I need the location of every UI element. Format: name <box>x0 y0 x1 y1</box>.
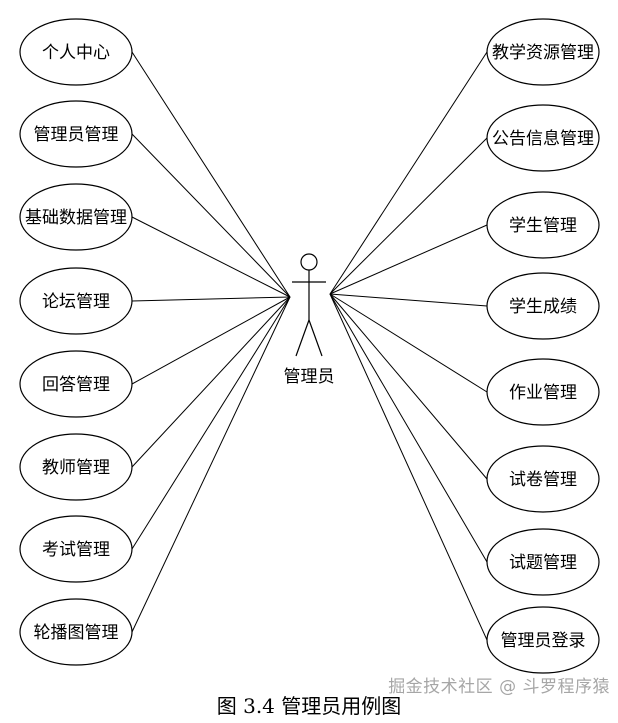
use-case-label-right-7: 管理员登录 <box>501 631 586 651</box>
association-line-left-4 <box>131 296 291 385</box>
actor: 管理员 <box>284 253 335 387</box>
association-line-left-7 <box>131 296 291 633</box>
use-case-label-left-2: 基础数据管理 <box>25 208 127 228</box>
use-case-label-left-4: 回答管理 <box>42 375 110 395</box>
use-case-label-right-0: 教学资源管理 <box>492 43 594 63</box>
use-case-ellipse-right-1 <box>486 104 600 172</box>
use-case-ellipse-left-2 <box>19 183 133 251</box>
use-case-label-right-1: 公告信息管理 <box>492 129 594 149</box>
association-line-left-0 <box>131 51 291 298</box>
association-line-right-3 <box>329 293 488 307</box>
association-line-right-7 <box>329 293 488 641</box>
actor-left-leg <box>295 319 310 357</box>
association-line-right-5 <box>329 293 488 480</box>
use-case-label-left-6: 考试管理 <box>42 540 110 560</box>
association-line-right-6 <box>329 293 488 563</box>
association-line-right-0 <box>329 51 488 295</box>
use-case-ellipse-right-3 <box>486 272 600 340</box>
association-line-right-1 <box>329 137 488 295</box>
use-case-label-right-5: 试卷管理 <box>509 470 577 490</box>
use-case-ellipse-left-6 <box>19 515 133 583</box>
use-case-ellipse-left-3 <box>19 267 133 335</box>
association-line-left-6 <box>131 296 291 550</box>
association-line-right-2 <box>329 224 488 295</box>
use-case-ellipse-left-5 <box>19 433 133 501</box>
use-case-label-left-1: 管理员管理 <box>34 125 119 145</box>
use-case-label-left-5: 教师管理 <box>42 458 110 478</box>
use-case-ellipse-right-5 <box>486 445 600 513</box>
use-case-ellipse-right-0 <box>486 18 600 86</box>
use-case-ellipse-right-7 <box>486 606 600 674</box>
use-case-label-left-7: 轮播图管理 <box>34 623 119 643</box>
actor-head <box>300 253 318 271</box>
association-line-right-4 <box>329 293 488 393</box>
figure-caption: 图 3.4 管理员用例图 <box>216 694 402 718</box>
association-line-left-2 <box>131 216 291 298</box>
use-case-label-left-0: 个人中心 <box>42 43 110 63</box>
use-case-ellipse-right-6 <box>486 528 600 596</box>
actor-label: 管理员 <box>284 367 335 387</box>
use-case-ellipse-left-1 <box>19 100 133 168</box>
use-case-ellipse-left-0 <box>19 18 133 86</box>
actor-right-leg <box>308 319 323 357</box>
association-lines <box>131 51 488 641</box>
watermark: 掘金技术社区 @ 斗罗程序猿 <box>388 677 610 697</box>
use-case-ellipse-left-7 <box>19 598 133 666</box>
association-line-left-1 <box>131 133 291 298</box>
association-line-left-5 <box>131 296 291 468</box>
use-case-label-right-3: 学生成绩 <box>509 297 577 317</box>
use-case-ellipse-left-4 <box>19 350 133 418</box>
use-case-label-right-2: 学生管理 <box>509 216 577 236</box>
use-case-ellipse-right-2 <box>486 191 600 259</box>
use-case-label-right-6: 试题管理 <box>509 553 577 573</box>
use-case-label-right-4: 作业管理 <box>509 383 577 403</box>
use-case-ellipse-right-4 <box>486 358 600 426</box>
use-case-label-left-3: 论坛管理 <box>42 292 110 312</box>
association-line-left-3 <box>131 296 291 302</box>
